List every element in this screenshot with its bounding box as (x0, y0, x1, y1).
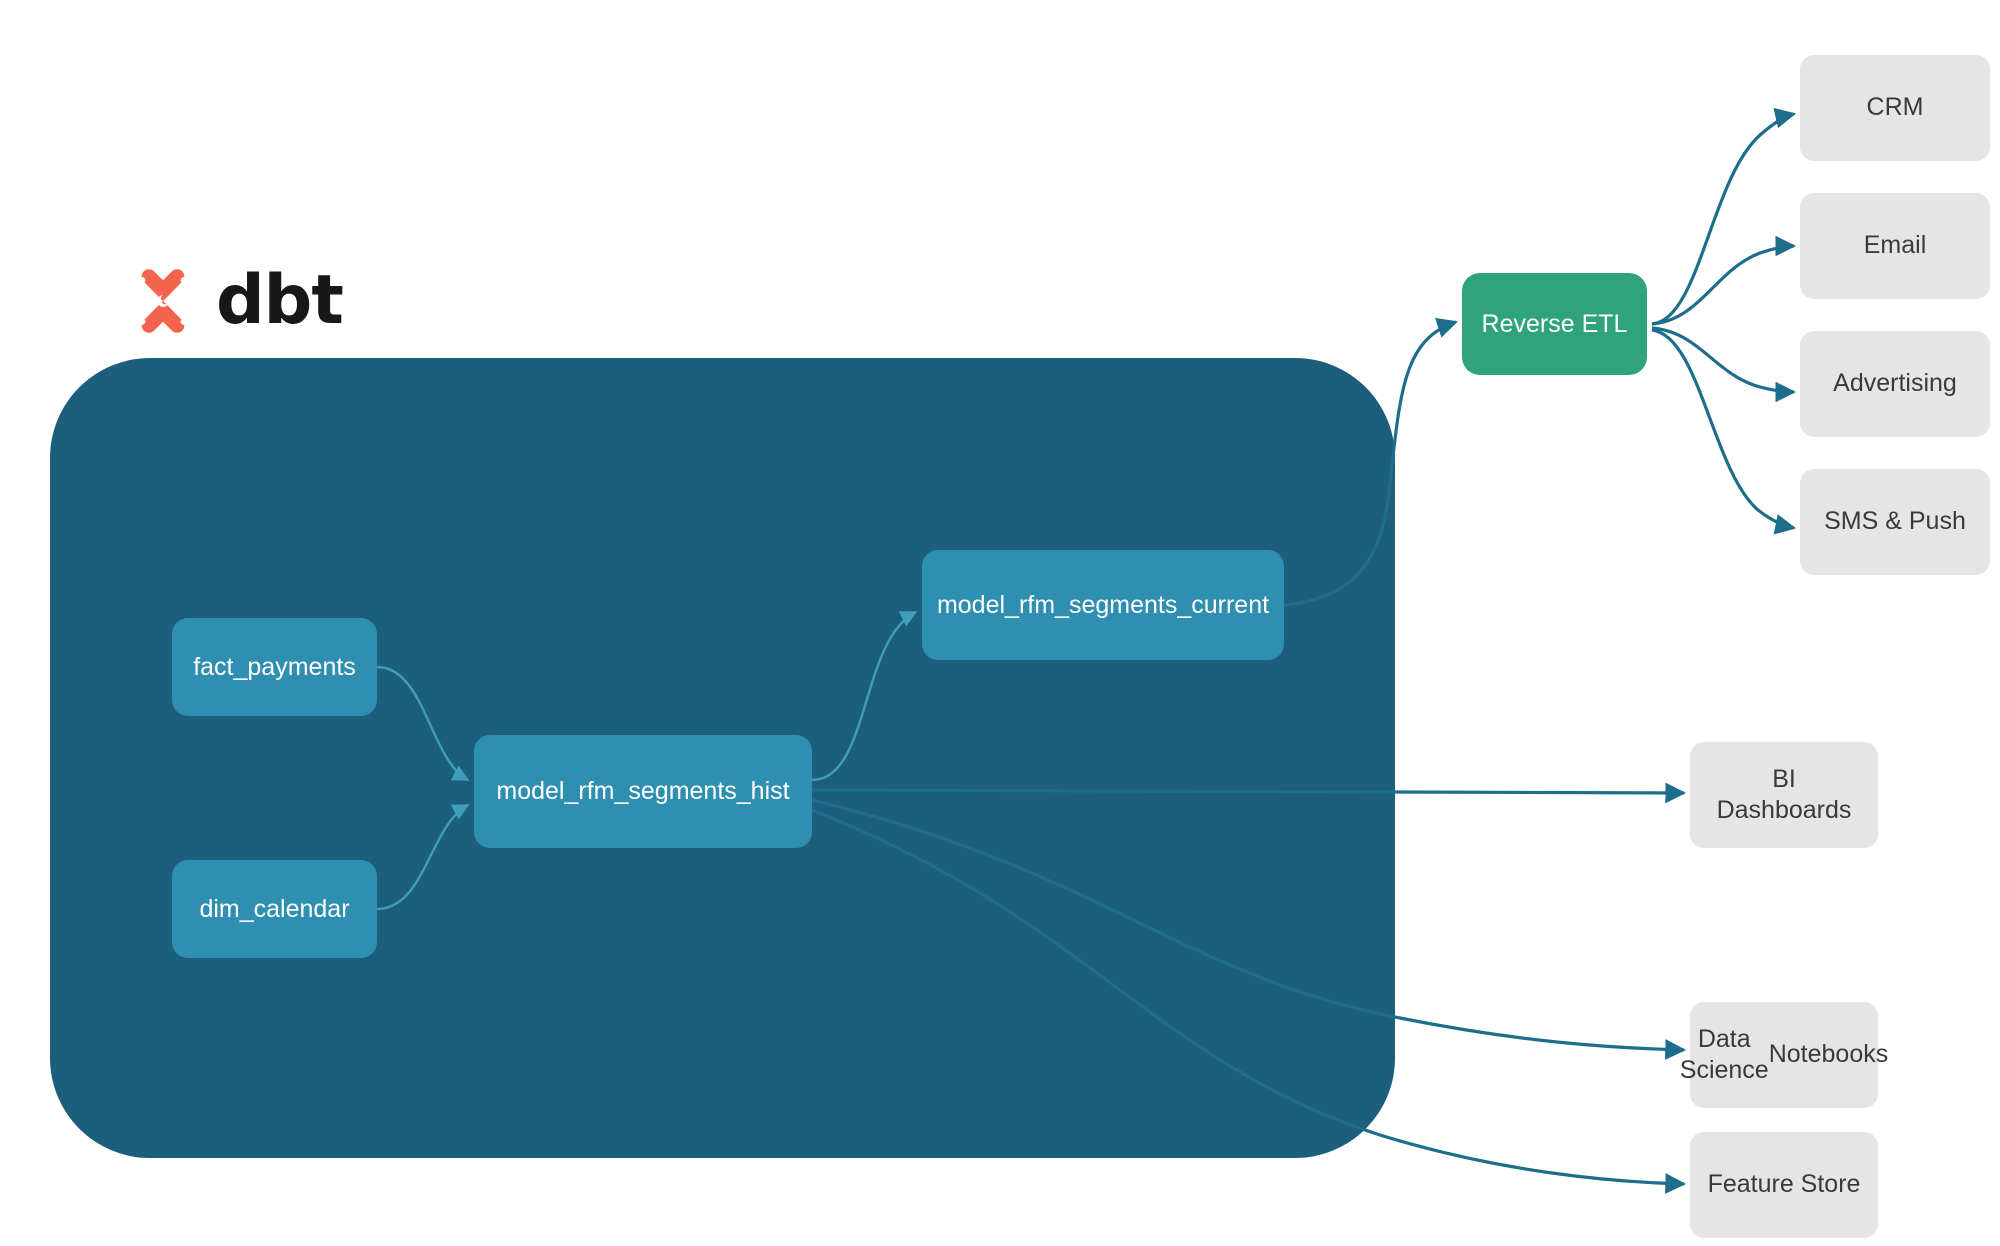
node-feature-store[interactable]: Feature Store (1690, 1132, 1878, 1238)
edge-reverse-etl-to-advertising (1651, 326, 1797, 403)
dbt-mark-icon (139, 269, 187, 333)
edge-reverse-etl-to-email (1651, 235, 1797, 326)
dbt-logo: dbt (126, 256, 346, 346)
edge-reverse-etl-to-sms-push (1651, 328, 1797, 535)
node-sms-push[interactable]: SMS & Push (1800, 469, 1990, 575)
node-label-line-2: Notebooks (1768, 1040, 1889, 1069)
node-label-line-1: Data Science (1679, 1024, 1769, 1084)
node-dim-calendar[interactable]: dim_calendar (172, 860, 377, 958)
node-reverse-etl[interactable]: Reverse ETL (1462, 273, 1647, 375)
dbt-wordmark: dbt (216, 261, 344, 340)
node-email[interactable]: Email (1800, 193, 1990, 299)
node-data-science-notebooks[interactable]: Data Science Notebooks (1680, 1002, 1888, 1108)
edge-reverse-etl-to-crm (1651, 107, 1797, 326)
node-bi-dashboards[interactable]: BI Dashboards (1690, 742, 1878, 848)
node-crm[interactable]: CRM (1800, 55, 1990, 161)
node-fact-payments[interactable]: fact_payments (172, 618, 377, 716)
node-model-rfm-segments-hist[interactable]: model_rfm_segments_hist (474, 735, 812, 848)
node-advertising[interactable]: Advertising (1800, 331, 1990, 437)
node-model-rfm-segments-current[interactable]: model_rfm_segments_current (922, 550, 1284, 660)
